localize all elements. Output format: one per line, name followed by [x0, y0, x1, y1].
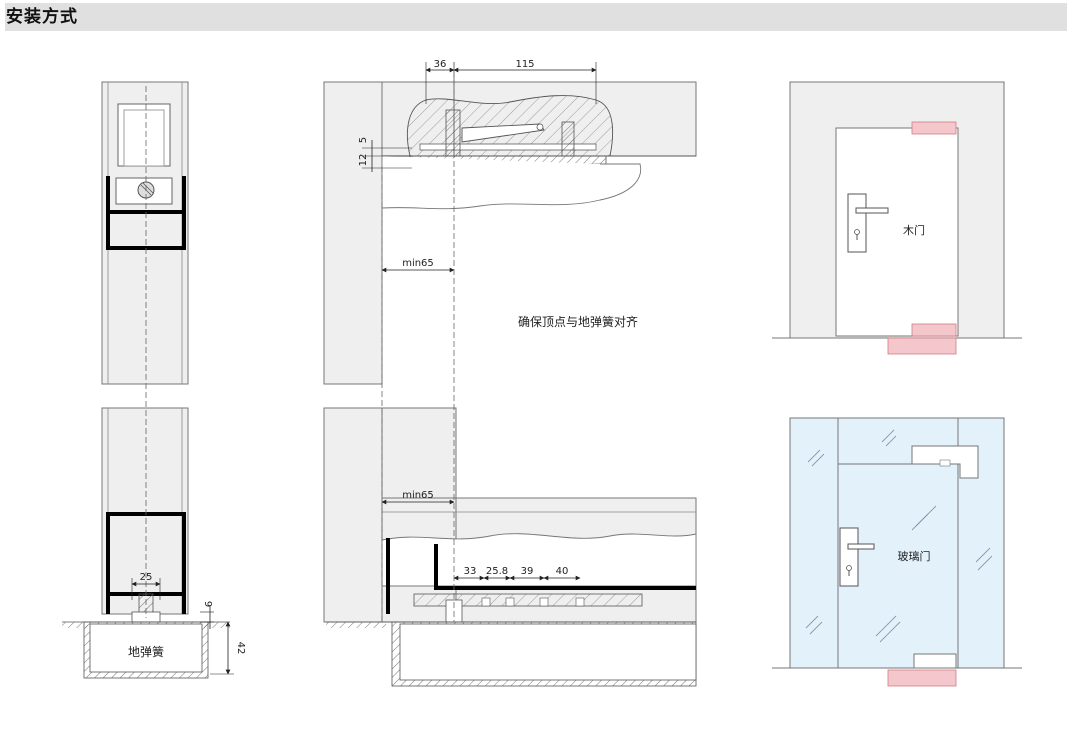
dim-36-label: 36: [434, 59, 447, 70]
dim-39-label: 39: [521, 566, 534, 577]
installation-diagram: 地弹簧 25 9 42: [62, 59, 1022, 687]
left-bottom-column: [101, 407, 189, 615]
min65-bottom-label: min65: [402, 490, 434, 501]
dim-9-label: 9: [202, 601, 213, 607]
wood-door-handle-plate: [847, 193, 867, 253]
dim-25-label: 25: [140, 572, 153, 583]
section-header: 安装方式: [0, 0, 1072, 32]
wood-door-top-hinge: [911, 121, 957, 135]
min65-top-label: min65: [402, 258, 434, 269]
dim-12-label: 12: [358, 154, 369, 167]
wood-door-floor-spring: [887, 337, 957, 355]
dim-5-label: 5: [358, 137, 369, 143]
glass-door-floor-spring: [887, 669, 957, 687]
glass-reflection-marks: [805, 429, 993, 643]
alignment-note: 确保顶点与地弹簧对齐: [518, 314, 638, 329]
section-header-bar: [5, 3, 1067, 31]
dim-115-label: 115: [515, 59, 534, 70]
dim-25-8-label: 25.8: [486, 566, 508, 577]
floor-spring-box: [89, 623, 203, 673]
dim-33-label: 33: [464, 566, 477, 577]
glass-door-label: 玻璃门: [898, 549, 931, 563]
dim-40-label: 40: [556, 566, 569, 577]
glass-door-view: 玻璃门: [772, 417, 1022, 687]
closer-arm: [461, 123, 545, 143]
glass-door-handle: [847, 543, 875, 550]
wood-door-handle: [855, 207, 889, 214]
middle-detail-view: 36 115 5 12 min65 确保顶点与地弹簧对齐: [323, 59, 697, 687]
middle-floor-spring-box: [399, 623, 697, 681]
glass-door-handle-plate: [839, 527, 859, 587]
left-section-view: 地弹簧 25 9 42: [62, 81, 246, 679]
section-title: 安装方式: [6, 7, 78, 27]
wood-door-view: 木门: [772, 81, 1022, 355]
wood-door-label: 木门: [903, 223, 925, 237]
floor-spring-label: 地弹簧: [128, 644, 164, 659]
dim-42-label: 42: [235, 642, 246, 655]
